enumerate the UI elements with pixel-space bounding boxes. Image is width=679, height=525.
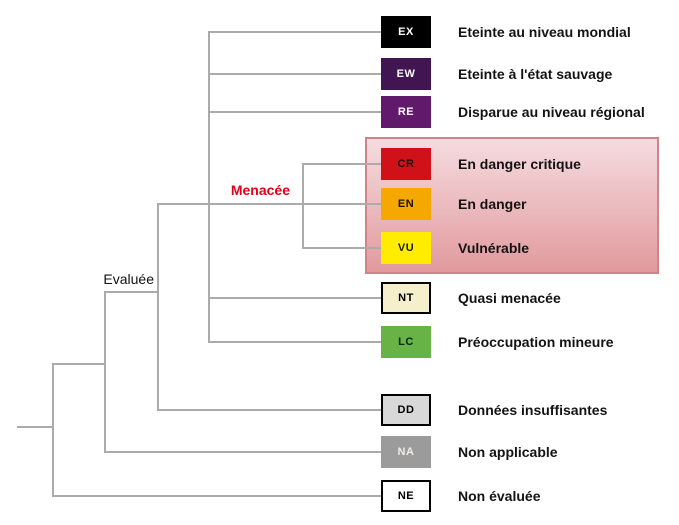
category-code: DD [397,404,415,416]
category-box-nt: NT [381,282,431,314]
category-box-cr: CR [381,148,431,180]
category-box-ew: EW [381,58,431,90]
tree-line-root-stub [17,426,52,428]
tree-line-ex [208,31,381,33]
category-label-ew: Eteinte à l'état sauvage [458,66,613,82]
tree-line-lc [208,341,381,343]
category-code: CR [397,158,415,170]
category-box-ne: NE [381,480,431,512]
category-code: RE [397,106,415,118]
tree-line-evaluated-vertical [104,291,106,453]
category-label-vu: Vulnérable [458,240,530,256]
tree-line-ne [52,495,381,497]
tree-line-threatened-bracket [302,163,304,249]
category-code: NA [397,446,415,458]
category-code: EX [398,26,414,38]
category-label-en: En danger [458,196,527,212]
tree-line-cr [302,163,381,165]
category-label-ex: Eteinte au niveau mondial [458,24,631,40]
category-box-vu: VU [381,232,431,264]
category-label-ne: Non évaluée [458,488,541,504]
category-label-lc: Préoccupation mineure [458,334,614,350]
category-box-en: EN [381,188,431,220]
category-label-dd: Données insuffisantes [458,402,608,418]
category-label-re: Disparue au niveau régional [458,104,645,120]
category-code: EW [396,68,416,80]
category-code: NT [398,292,414,304]
evaluated-group-label: Evaluée [103,271,154,287]
category-code: LC [398,336,414,348]
tree-line-assessed-vertical [157,203,159,411]
category-box-ex: EX [381,16,431,48]
tree-line-mid [52,363,104,365]
category-box-re: RE [381,96,431,128]
tree-line-na [104,451,381,453]
tree-line-re [208,111,381,113]
category-label-na: Non applicable [458,444,558,460]
category-code: NE [397,490,415,502]
category-box-lc: LC [381,326,431,358]
tree-line-categories-vertical [208,31,210,343]
tree-line-en [157,203,381,205]
tree-line-nt [208,297,381,299]
category-label-cr: En danger critique [458,156,581,172]
category-box-na: NA [381,436,431,468]
category-box-dd: DD [381,394,431,426]
category-code: VU [397,242,415,254]
category-label-nt: Quasi menacée [458,290,561,306]
tree-line-root-vertical [52,363,54,497]
tree-line-evaluated [104,291,157,293]
threatened-group-label: Menacée [230,182,290,198]
tree-line-dd [157,409,381,411]
tree-line-ew [208,73,381,75]
category-code: EN [397,198,415,210]
tree-line-vu [302,247,381,249]
